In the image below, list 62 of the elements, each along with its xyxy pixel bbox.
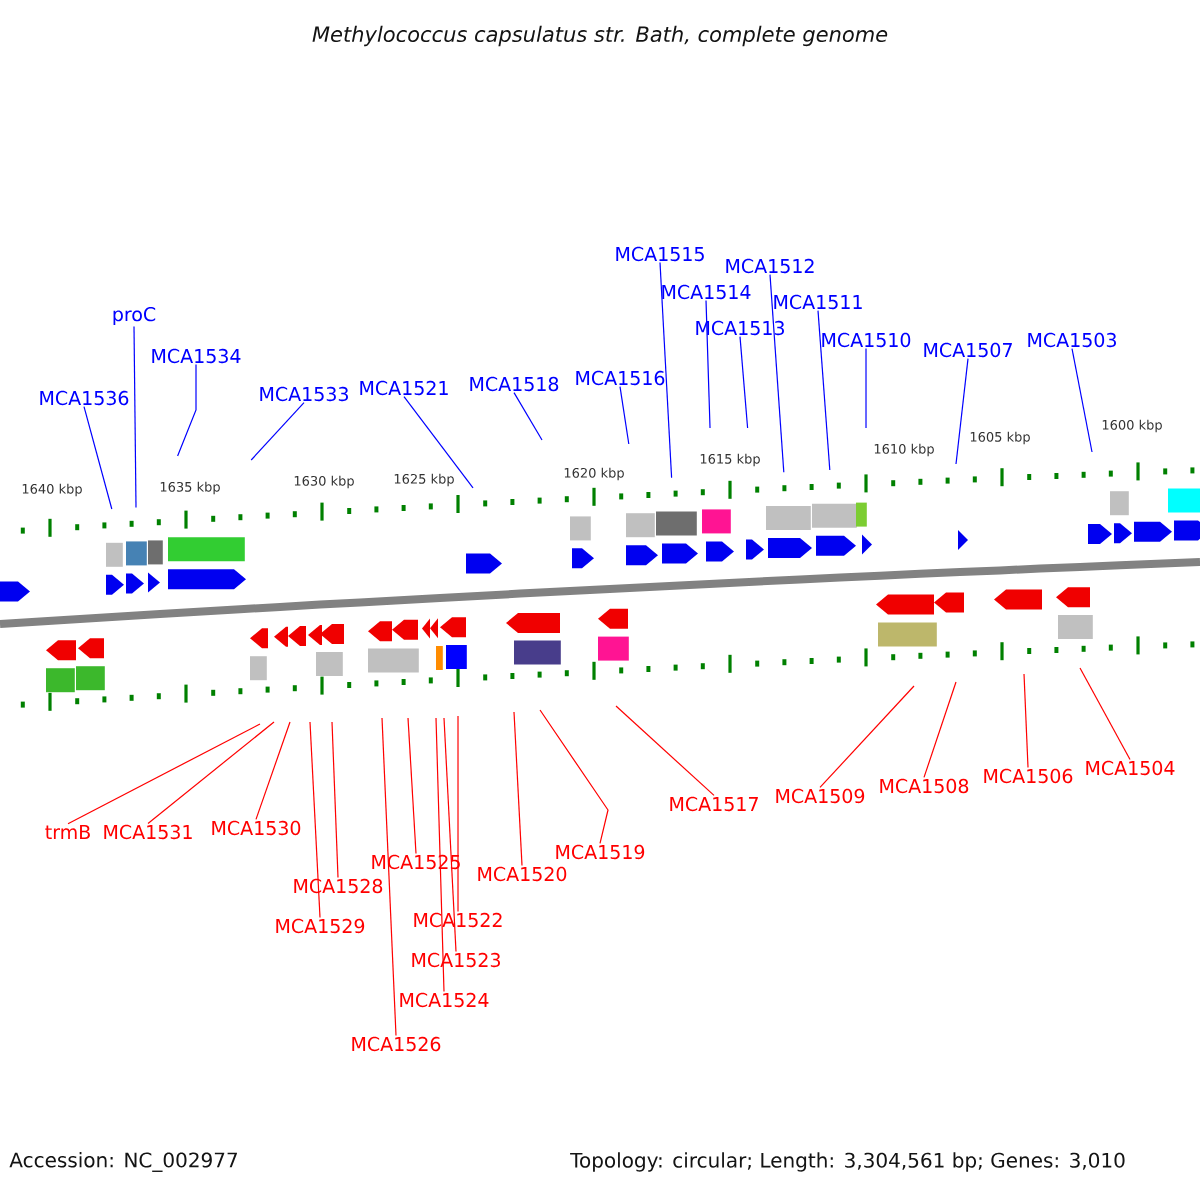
leader-line (435, 717, 445, 993)
gene-label: MCA1534 (152, 348, 241, 364)
leader-line (955, 358, 969, 465)
gene-label: MCA1530 (212, 820, 301, 836)
leader-line (817, 310, 831, 471)
gene-label: MCA1504 (1086, 760, 1175, 776)
leader-line (309, 721, 321, 919)
gene-label: MCA1511 (774, 294, 862, 310)
gene-label: MCA1514 (662, 284, 751, 300)
leader-line (659, 262, 673, 479)
leader-line (407, 717, 417, 855)
leader-line (1079, 667, 1131, 761)
leader-line (147, 721, 275, 825)
gene-label: MCA1506 (984, 768, 1073, 784)
leader-line (619, 386, 630, 445)
gene-label: MCA1517 (670, 796, 758, 812)
leader-line (255, 721, 291, 821)
gene-label: MCA1533 (260, 386, 348, 402)
leader-line (250, 402, 305, 461)
leader-line (177, 364, 197, 457)
leader-line (133, 325, 137, 509)
leader-line (1071, 348, 1093, 453)
leader-line (67, 723, 261, 825)
leader-line (457, 715, 459, 913)
leader-line (1023, 673, 1029, 769)
gene-label: MCA1512 (726, 258, 814, 274)
gene-label: MCA1518 (470, 376, 559, 392)
gene-label: MCA1519 (556, 844, 645, 860)
footer-text: Topology: circular; Length: 3,304,561 bp; Genes: 3,010 (570, 1152, 1125, 1172)
gene-label: MCA1529 (276, 918, 365, 934)
gene-label: MCA1516 (576, 370, 665, 386)
gene-label: MCA1510 (822, 332, 911, 348)
gene-label: MCA1509 (776, 788, 865, 804)
leader-line (739, 336, 749, 429)
leader-line (705, 300, 711, 429)
gene-label: MCA1531 (104, 824, 192, 840)
gene-label: MCA1521 (360, 380, 448, 396)
leader-line (769, 274, 785, 473)
footer-text: Accession: NC_002977 (9, 1152, 237, 1172)
gene-label: MCA1526 (352, 1036, 441, 1052)
gene-label: MCA1520 (478, 866, 567, 882)
leader-line (83, 406, 113, 510)
leader-line (513, 711, 523, 867)
leader-line (923, 681, 957, 779)
leader-line (443, 717, 457, 953)
leader-line (615, 705, 715, 797)
gene-label: MCA1536 (40, 390, 129, 406)
gene-label: MCA1508 (880, 778, 969, 794)
title: Methylococcus capsulatus str. Bath, complete genome (312, 25, 888, 47)
gene-label: trmB (45, 825, 90, 839)
gene-label: MCA1515 (616, 246, 704, 262)
gene-label: MCA1503 (1028, 332, 1116, 348)
leader-line (381, 717, 397, 1037)
leader-line (865, 348, 867, 429)
leader-line (331, 721, 339, 878)
leader-line (819, 685, 915, 788)
gene-label: MCA1507 (924, 342, 1012, 358)
leader-line (513, 392, 543, 441)
gene-label: proC (113, 306, 156, 326)
gene-label: MCA1524 (400, 992, 489, 1008)
leader-line (403, 396, 474, 489)
leader-line (539, 709, 609, 845)
